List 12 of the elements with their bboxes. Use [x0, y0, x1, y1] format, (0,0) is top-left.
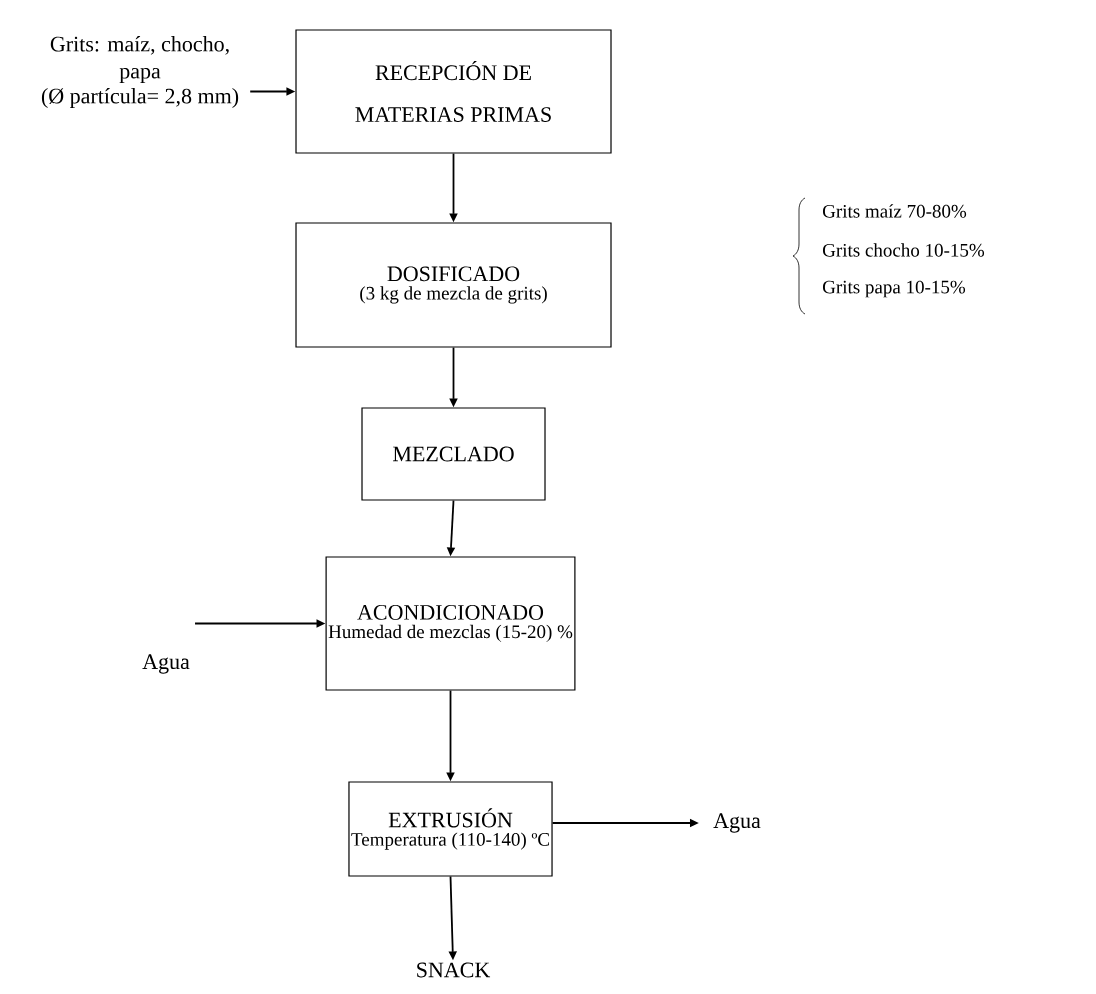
stream-label: Agua	[142, 654, 190, 674]
process-box: MEZCLADO	[361, 407, 546, 501]
process-box: RECEPCIÓN DE MATERIAS PRIMAS	[295, 29, 612, 154]
process-box: ACONDICIONADO Humedad de mezclas (15-20) %	[325, 556, 576, 691]
ingredient-share: Grits papa 10-15%	[823, 280, 966, 298]
ingredient-share: Grits chocho 10-15%	[823, 243, 985, 257]
stream-label: Grits: maíz, chocho, papa (Ø partícula= 2,8 mm)	[41, 36, 239, 108]
process-box: DOSIFICADO (3 kg de mezcla de grits)	[295, 222, 612, 348]
stream-label: Agua	[713, 813, 761, 833]
ingredient-share: Grits maíz 70-80%	[823, 204, 967, 218]
stream-label: SNACK	[417, 962, 491, 978]
process-box: EXTRUSIÓN Temperatura (110-140) ºC	[348, 781, 553, 877]
